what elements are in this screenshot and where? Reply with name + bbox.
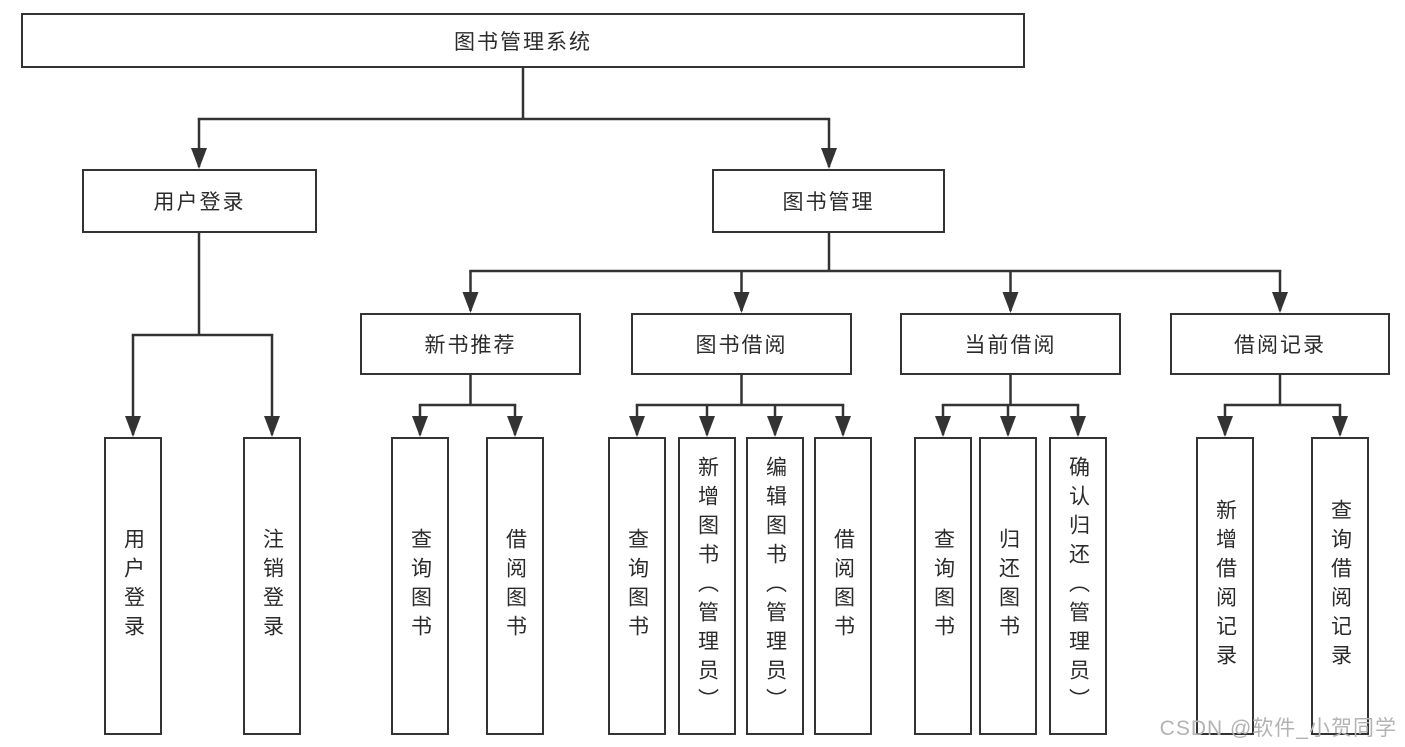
node-label: 用户登录 bbox=[121, 528, 145, 644]
leaf-query-borrow-record: 查询借阅记录 bbox=[1311, 437, 1369, 735]
node-label: 图书借阅 bbox=[695, 334, 788, 357]
node-current-borrowing: 当前借阅 bbox=[900, 313, 1121, 375]
leaf-user-login: 用户登录 bbox=[104, 437, 162, 735]
node-label: 借阅图书 bbox=[831, 528, 855, 644]
leaf-logout: 注销登录 bbox=[243, 437, 301, 735]
node-label: 确认归还（管理员） bbox=[1066, 455, 1090, 717]
node-label: 图书管理 bbox=[782, 191, 875, 214]
node-label: 新增借阅记录 bbox=[1213, 499, 1237, 673]
node-user-login: 用户登录 bbox=[82, 169, 317, 233]
node-label: 归还图书 bbox=[996, 528, 1020, 644]
node-label: 新增图书（管理员） bbox=[695, 455, 719, 717]
leaf-borrow-books-1: 借阅图书 bbox=[486, 437, 544, 735]
node-library-management-system: 图书管理系统 bbox=[21, 13, 1025, 68]
node-borrowing-records: 借阅记录 bbox=[1170, 313, 1390, 375]
node-label: 注销登录 bbox=[260, 528, 284, 644]
node-label: 查询图书 bbox=[625, 528, 649, 644]
leaf-borrow-books-2: 借阅图书 bbox=[814, 437, 872, 735]
leaf-add-borrow-record: 新增借阅记录 bbox=[1196, 437, 1254, 735]
node-label: 查询图书 bbox=[408, 528, 432, 644]
leaf-confirm-return-admin: 确认归还（管理员） bbox=[1049, 437, 1107, 735]
node-label: 用户登录 bbox=[153, 191, 246, 214]
node-label: 当前借阅 bbox=[964, 334, 1057, 357]
node-book-management: 图书管理 bbox=[712, 169, 945, 233]
node-label: 借阅图书 bbox=[503, 528, 527, 644]
node-new-book-recommendation: 新书推荐 bbox=[360, 313, 581, 375]
leaf-edit-books-admin: 编辑图书（管理员） bbox=[746, 437, 804, 735]
leaf-query-books-2: 查询图书 bbox=[608, 437, 666, 735]
node-label: 编辑图书（管理员） bbox=[763, 455, 787, 717]
csdn-watermark: CSDN @软件_小贺同学 bbox=[1159, 717, 1397, 740]
leaf-query-books-1: 查询图书 bbox=[391, 437, 449, 735]
node-label: 图书管理系统 bbox=[454, 30, 592, 54]
node-label: 查询图书 bbox=[931, 528, 955, 644]
node-label: 查询借阅记录 bbox=[1328, 499, 1352, 673]
leaf-return-books: 归还图书 bbox=[979, 437, 1037, 735]
node-label: 新书推荐 bbox=[424, 334, 517, 357]
leaf-add-books-admin: 新增图书（管理员） bbox=[678, 437, 736, 735]
node-label: 借阅记录 bbox=[1234, 334, 1326, 357]
leaf-query-books-3: 查询图书 bbox=[914, 437, 972, 735]
node-book-borrowing: 图书借阅 bbox=[631, 313, 852, 375]
